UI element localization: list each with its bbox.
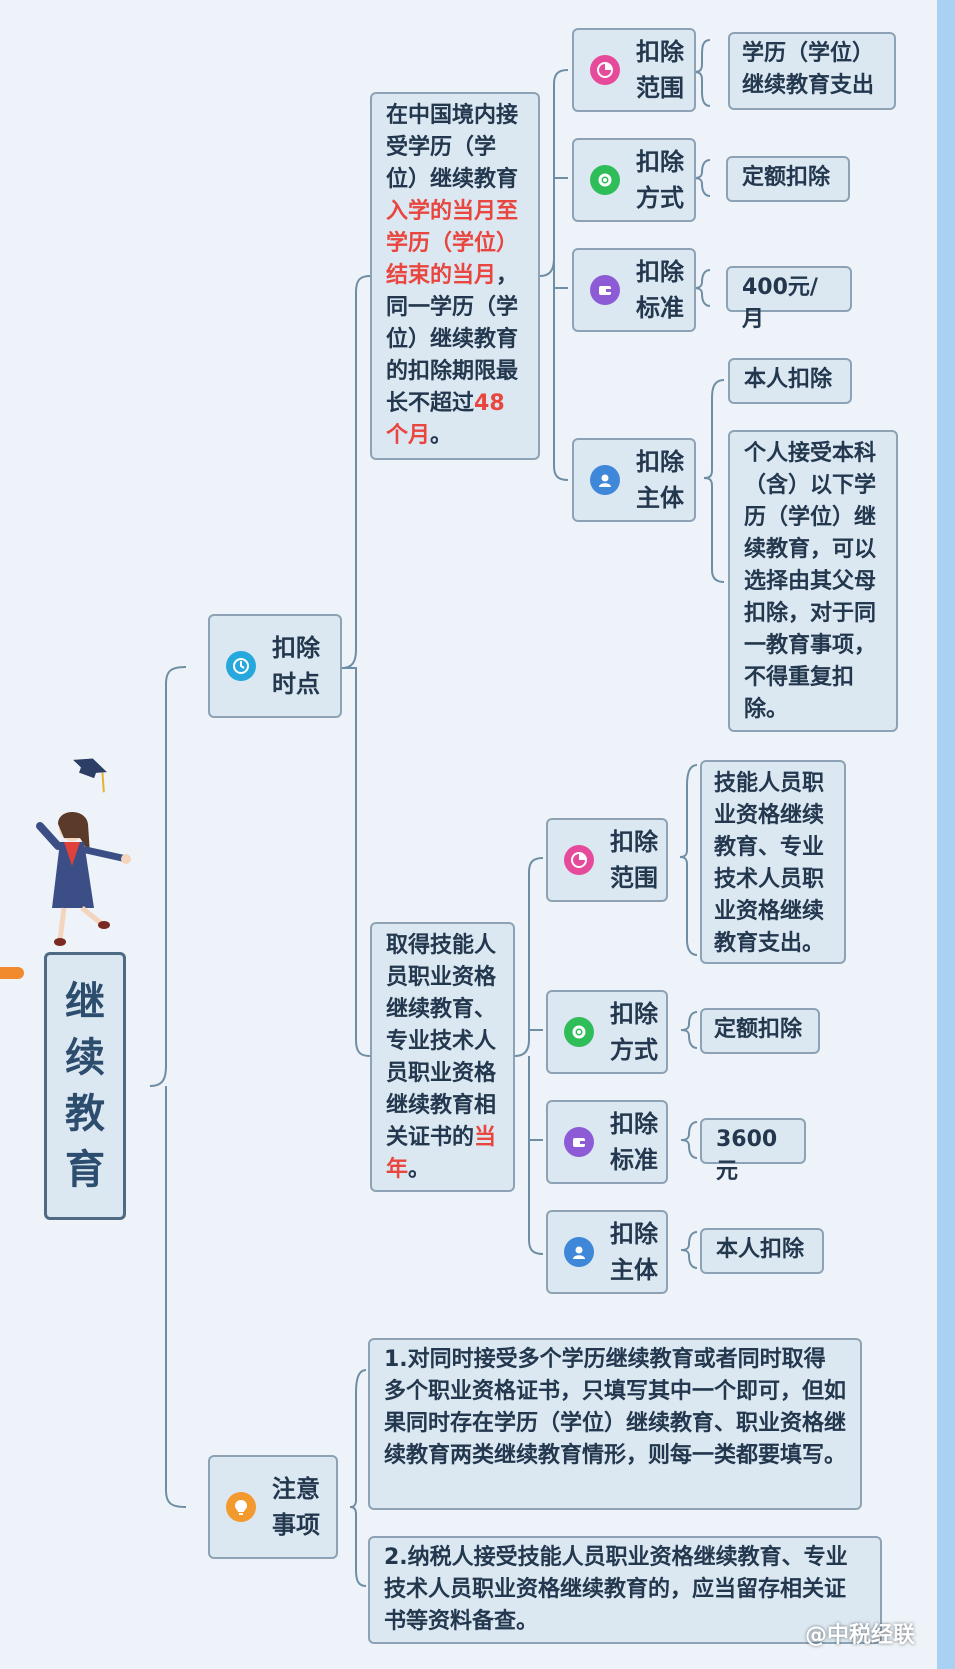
bracket-voc-standard: [680, 1121, 698, 1159]
connector-voc-method: [528, 1029, 543, 1040]
voc-standard-node[interactable]: 扣除标准: [546, 1100, 668, 1184]
degree-desc-text-2: ，同一学历（学位）继续教育的扣除期限最长不超过: [386, 263, 519, 416]
graduate-girl-illustration: [36, 758, 131, 946]
bracket-voc-method: [680, 1011, 698, 1049]
voc-standard-label: 扣除标准: [610, 1110, 658, 1174]
voc-method-node[interactable]: 扣除方式: [546, 990, 668, 1074]
voc-method-value: 定额扣除: [700, 1008, 820, 1054]
connector-voc-subject: [528, 1140, 544, 1255]
wallet-icon: [564, 1127, 594, 1157]
degree-desc-highlight-1: 入学的当月至学历（学位）结束的当月: [386, 199, 519, 288]
degree-subject-label: 扣除主体: [636, 448, 684, 512]
orange-side-tab: [0, 967, 24, 979]
degree-method-label: 扣除方式: [636, 148, 684, 212]
pie-chart-icon: [590, 55, 620, 85]
pie-chart-icon: [564, 845, 594, 875]
connector-root-timing: [149, 666, 187, 1087]
note-item-2: 2.纳税人接受技能人员职业资格继续教育、专业技术人员职业资格继续教育的，应当留存…: [368, 1536, 882, 1644]
voc-scope-label: 扣除范围: [610, 828, 658, 892]
connector-degree-subject: [553, 288, 569, 481]
gear-icon: [564, 1017, 594, 1047]
gear-icon: [590, 165, 620, 195]
connector-degree-standard: [553, 258, 568, 289]
voc-standard-value: 3600元: [700, 1118, 806, 1184]
watermark-text: @中税经联: [804, 1623, 915, 1648]
voc-desc-text-1: 取得技能人员职业资格继续教育、专业技术人员职业资格继续教育相关证书的: [386, 933, 497, 1150]
user-icon: [590, 465, 620, 495]
voc-scope-node[interactable]: 扣除范围: [546, 818, 668, 902]
bracket-voc-subject: [680, 1231, 698, 1269]
voc-method-label: 扣除方式: [610, 1000, 658, 1064]
bracket-degree-method: [693, 159, 711, 197]
root-node[interactable]: 继续教育: [44, 952, 126, 1220]
bracket-voc-scope: [679, 764, 698, 956]
right-border-band: [937, 0, 955, 1669]
degree-standard-value: 400元/月: [726, 266, 852, 332]
connector-timing-degree: [341, 275, 371, 669]
voc-subject-value: 本人扣除: [700, 1228, 824, 1274]
connector-voc-standard: [528, 1056, 543, 1141]
vocational-timing-description: 取得技能人员职业资格继续教育、专业技术人员职业资格继续教育相关证书的当年。: [370, 922, 515, 1192]
connector-timing-vocational: [342, 667, 371, 1057]
bracket-degree-standard: [693, 269, 711, 307]
degree-method-node[interactable]: 扣除方式: [572, 138, 696, 222]
connector-degree-scope: [539, 69, 569, 277]
bracket-degree-scope: [693, 39, 711, 107]
degree-timing-description: 在中国境内接受学历（学位）继续教育入学的当月至学历（学位）结束的当月，同一学历（…: [370, 92, 540, 460]
degree-method-value: 定额扣除: [726, 156, 850, 202]
wallet-icon: [590, 275, 620, 305]
degree-scope-node[interactable]: 扣除范围: [572, 28, 696, 112]
bracket-degree-subject: [703, 379, 725, 583]
degree-desc-text-3: 。: [430, 423, 453, 448]
degree-subject-value-1: 本人扣除: [728, 358, 852, 404]
branch-timing-label: 扣除时点: [272, 634, 320, 698]
connector-voc-scope: [514, 857, 544, 1057]
branch-notes-node[interactable]: 注意事项: [208, 1455, 338, 1559]
voc-subject-node[interactable]: 扣除主体: [546, 1210, 668, 1294]
clock-icon: [226, 651, 256, 681]
voc-desc-highlight: 当年: [386, 1125, 497, 1182]
voc-desc-text-2: 。: [408, 1157, 431, 1182]
note-item-1: 1.对同时接受多个学历继续教育或者同时取得多个职业资格证书，只填写其中一个即可，…: [368, 1338, 862, 1510]
degree-scope-value: 学历（学位）继续教育支出: [728, 32, 896, 110]
lightbulb-icon: [226, 1492, 256, 1522]
degree-subject-node[interactable]: 扣除主体: [572, 438, 696, 522]
user-icon: [564, 1237, 594, 1267]
degree-subject-value-2: 个人接受本科（含）以下学历（学位）继续教育，可以选择由其父母扣除，对于同一教育事…: [728, 430, 898, 732]
degree-standard-label: 扣除标准: [636, 258, 684, 322]
branch-notes-label: 注意事项: [272, 1475, 320, 1539]
connector-root-notes: [165, 1086, 187, 1508]
voc-scope-value: 技能人员职业资格继续教育、专业技术人员职业资格继续教育支出。: [700, 760, 846, 964]
degree-standard-node[interactable]: 扣除标准: [572, 248, 696, 332]
degree-scope-label: 扣除范围: [636, 38, 684, 102]
bracket-notes: [349, 1369, 367, 1587]
degree-desc-highlight-2: 48个月: [386, 391, 505, 448]
voc-subject-label: 扣除主体: [610, 1220, 658, 1284]
degree-desc-text-1: 在中国境内接受学历（学位）继续教育: [386, 103, 519, 192]
branch-timing-node[interactable]: 扣除时点: [208, 614, 342, 718]
